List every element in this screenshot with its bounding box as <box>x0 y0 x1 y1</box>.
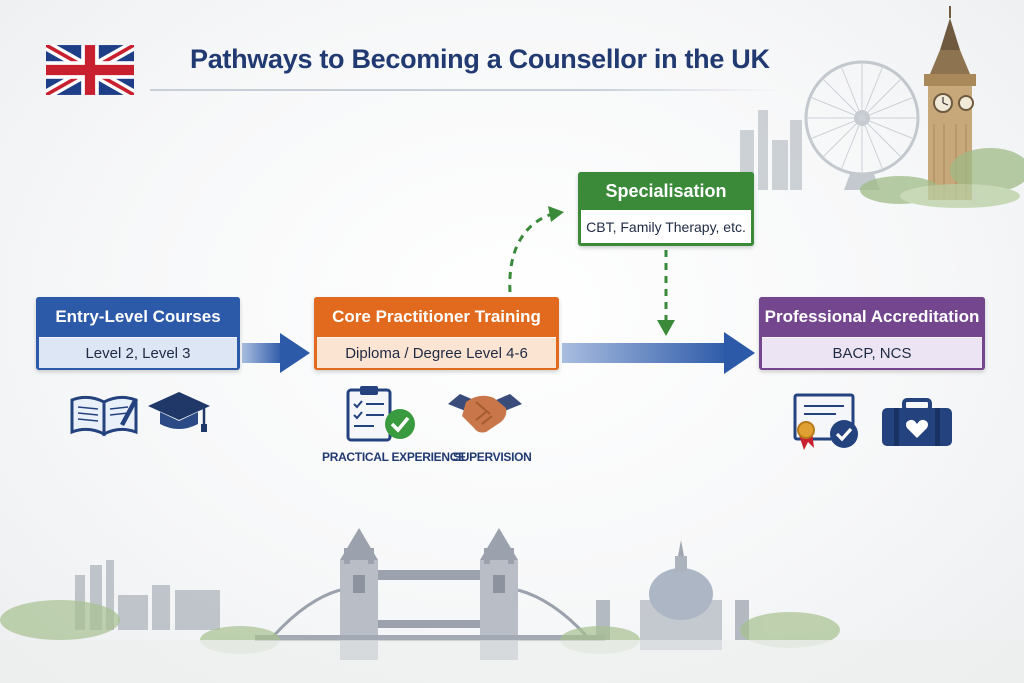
trees-top-right <box>860 148 1024 208</box>
dashed-arrow-specialisation-to-accreditation <box>657 250 675 336</box>
stage-core-detail: Diploma / Degree Level 4-6 <box>317 337 556 368</box>
clipboard-check-icon <box>346 386 415 442</box>
open-book-icon <box>70 395 138 437</box>
union-jack-flag-icon <box>46 45 134 95</box>
stage-accreditation-detail: BACP, NCS <box>762 337 982 368</box>
stage-core-title: Core Practitioner Training <box>314 297 559 337</box>
st-pauls-cathedral-icon <box>596 540 749 650</box>
stage-specialisation: Specialisation CBT, Family Therapy, etc. <box>578 172 754 246</box>
stage-entry-title: Entry-Level Courses <box>36 297 240 337</box>
caption-supervision: SUPERVISION <box>453 450 532 464</box>
arrow-core-to-accreditation <box>562 332 755 374</box>
stage-specialisation-title: Specialisation <box>578 172 754 210</box>
dashed-arrow-core-to-specialisation <box>508 206 564 293</box>
briefcase-heart-icon <box>882 398 952 446</box>
stage-entry-detail: Level 2, Level 3 <box>39 337 237 368</box>
stage-accreditation: Professional Accreditation BACP, NCS <box>759 297 985 370</box>
page-title: Pathways to Becoming a Counsellor in the… <box>190 44 770 74</box>
trees-bottom <box>0 600 1024 683</box>
stage-accreditation-title: Professional Accreditation <box>759 297 985 337</box>
stage-entry-level: Entry-Level Courses Level 2, Level 3 <box>36 297 240 370</box>
stage-core-training: Core Practitioner Training Diploma / Deg… <box>314 297 559 370</box>
stage-specialisation-detail: CBT, Family Therapy, etc. <box>581 210 751 243</box>
graduation-cap-icon <box>148 392 210 432</box>
title-divider <box>150 89 780 91</box>
caption-practical-experience: PRACTICAL EXPERIENCE <box>322 450 466 464</box>
arrow-entry-to-core <box>242 333 310 373</box>
certificate-icon <box>793 393 858 450</box>
handshake-icon <box>448 394 522 433</box>
